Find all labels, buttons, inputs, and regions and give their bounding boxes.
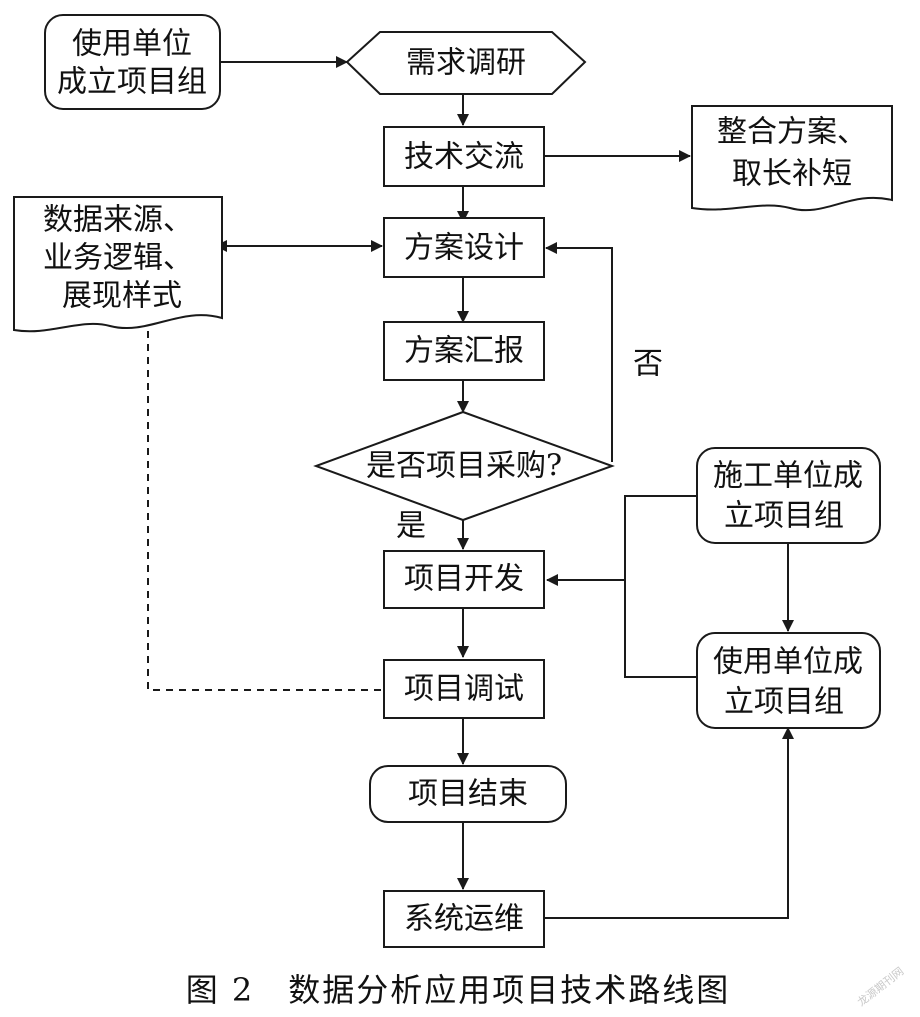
- node-finish: 项目结束: [369, 765, 567, 823]
- edge-label-no: 否: [633, 347, 663, 382]
- node-integrate-line-1: 整合方案、: [717, 115, 867, 150]
- node-debug-label: 项目调试: [404, 672, 524, 707]
- node-ops-label: 系统运维: [404, 902, 524, 937]
- node-data-doc: 数据来源、 业务逻辑、 展现样式: [13, 196, 223, 333]
- node-data-doc-line-3: 展现样式: [62, 279, 182, 314]
- connectors: [147, 56, 794, 919]
- node-contractor: 施工单位成 立项目组: [696, 447, 881, 544]
- node-debug: 项目调试: [383, 659, 545, 719]
- node-decision-label: 是否项目采购?: [366, 449, 562, 484]
- arrow-decision-no-loop: [545, 242, 613, 462]
- node-user-org: 使用单位成 立项目组: [696, 632, 881, 729]
- node-report: 方案汇报: [383, 321, 545, 381]
- node-org-top: 使用单位 成立项目组: [44, 14, 221, 110]
- node-design: 方案设计: [383, 217, 545, 278]
- bracket-orgs: [624, 495, 697, 678]
- node-data-doc-line-2: 业务逻辑、: [43, 241, 193, 276]
- node-contractor-line-1: 施工单位成: [713, 459, 863, 494]
- node-org-top-line-1: 使用单位: [72, 27, 192, 62]
- node-user-org-line-1: 使用单位成: [713, 645, 863, 680]
- node-exchange: 技术交流: [383, 126, 545, 187]
- node-decision: 是否项目采购?: [313, 410, 615, 522]
- node-design-label: 方案设计: [404, 231, 524, 266]
- node-develop-label: 项目开发: [404, 562, 524, 597]
- dashed-link-doc-debug: [147, 318, 384, 691]
- node-user-org-line-2: 立项目组: [724, 685, 844, 720]
- arrow-ops-to-user-org: [544, 727, 794, 919]
- watermark: 龙源期刊网: [854, 964, 906, 1009]
- node-org-top-line-2: 成立项目组: [57, 65, 207, 100]
- node-research: 需求调研: [345, 31, 587, 95]
- node-finish-label: 项目结束: [408, 777, 528, 812]
- figure-caption: 图 2 数据分析应用项目技术路线图: [186, 971, 731, 1009]
- node-integrate-line-2: 取长补短: [732, 157, 852, 192]
- node-exchange-label: 技术交流: [404, 140, 524, 175]
- node-contractor-line-2: 立项目组: [724, 499, 844, 534]
- node-data-doc-line-1: 数据来源、: [43, 203, 193, 238]
- node-integrate: 整合方案、 取长补短: [691, 105, 893, 212]
- node-develop: 项目开发: [383, 550, 545, 609]
- edge-label-yes: 是: [396, 509, 426, 544]
- node-ops: 系统运维: [383, 890, 545, 948]
- node-report-label: 方案汇报: [404, 334, 524, 369]
- node-research-label: 需求调研: [406, 46, 526, 81]
